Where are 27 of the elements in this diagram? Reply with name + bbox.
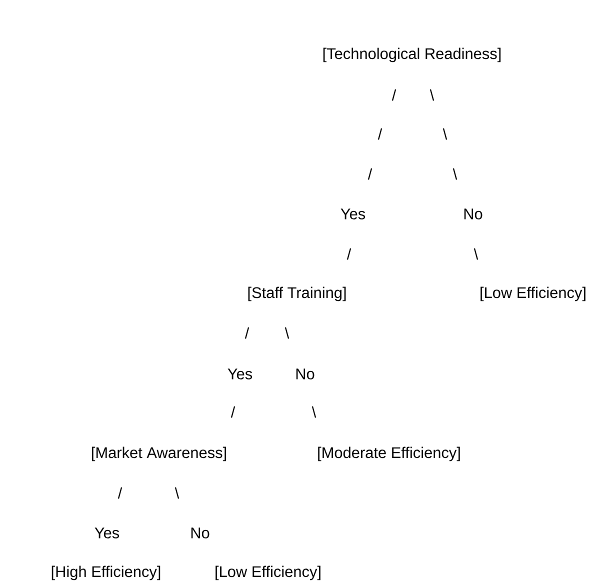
branch-slash: / [392, 89, 396, 101]
branch-label: No [464, 208, 482, 220]
branch-slash: \ [452, 168, 458, 180]
branch-slash: / [230, 406, 236, 418]
tree-label: [High Efficiency] [52, 566, 160, 580]
tree-label: [Market Awareness] [92, 446, 226, 462]
branch-slash: \ [430, 89, 434, 101]
tree-label: [Staff Training] [248, 286, 346, 302]
branch-slash: / [346, 248, 352, 260]
branch-label: Yes [228, 368, 252, 380]
branch-slash: \ [174, 487, 180, 499]
branch-slash: / [244, 327, 250, 339]
branch-label: No [296, 368, 314, 380]
branch-slash: \ [312, 406, 316, 418]
branch-slash: / [378, 128, 382, 140]
branch-label: Yes [340, 208, 366, 220]
tree-label: [Low Efficiency] [480, 286, 586, 302]
tree-label: [Low Efficiency] [216, 566, 320, 580]
branch-slash: \ [442, 128, 448, 140]
tree-label: [Moderate Efficiency] [318, 446, 460, 462]
branch-label: Yes [94, 528, 120, 538]
tree-label: [Technological Readiness] [323, 48, 501, 62]
branch-slash: \ [474, 248, 478, 260]
branch-slash: / [368, 168, 372, 180]
branch-label: No [191, 528, 210, 538]
branch-slash: / [118, 487, 122, 499]
branch-slash: \ [284, 327, 290, 339]
